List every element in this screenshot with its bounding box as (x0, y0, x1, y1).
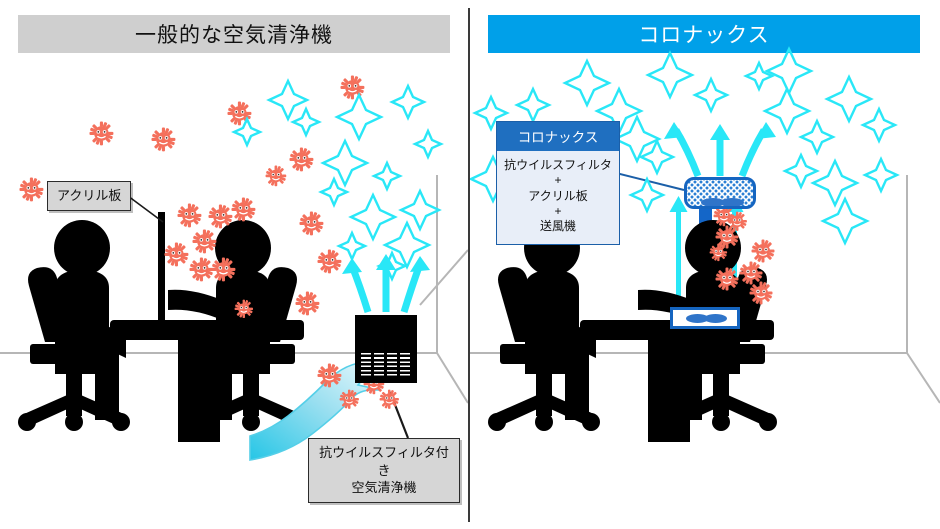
chair-right (195, 267, 307, 431)
air-purifier-device[interactable] (355, 315, 417, 383)
top-spread-arrowheads (664, 122, 776, 140)
right-people-group (488, 220, 777, 442)
right-room-scene (470, 46, 940, 442)
product-info-body: 抗ウイルスフィルタ + アクリル板 + 送風機 (497, 151, 619, 244)
blower-base-unit[interactable] (670, 307, 740, 329)
left-people-group (18, 220, 307, 442)
callout-acrylic-panel: アクリル板 (47, 181, 132, 211)
panel-divider (468, 8, 470, 522)
product-feature-2: アクリル板 (528, 188, 588, 203)
product-feature-1: 抗ウイルスフィルタ (504, 158, 612, 172)
panel-coronax: コロナックス (470, 0, 940, 529)
chair-left (488, 267, 600, 431)
product-info-header: コロナックス (497, 122, 619, 151)
purifier-vent-columns (361, 353, 411, 377)
base-fan-blades (686, 314, 728, 323)
callout-leader-acrylic (127, 195, 164, 223)
product-info-box: コロナックス 抗ウイルスフィルタ + アクリル板 + 送風機 (496, 121, 620, 245)
callout-air-purifier: 抗ウイルスフィルタ付き 空気清浄機 (308, 438, 460, 503)
filter-fan-blades (701, 198, 745, 206)
panel-conventional-purifier: 一般的な空気清浄機 (0, 0, 468, 529)
left-panel-title: 一般的な空気清浄機 (18, 15, 450, 53)
left-room-scene (0, 74, 468, 461)
product-feature-3: 送風機 (539, 219, 576, 234)
chair-right (665, 267, 777, 431)
chair-left (18, 267, 130, 431)
product-plus-2: + (554, 203, 562, 218)
antiviral-filter-unit[interactable] (684, 177, 756, 209)
right-panel-title: コロナックス (488, 15, 920, 53)
product-plus-1: + (554, 173, 562, 188)
acrylic-partition-left (158, 212, 165, 324)
sparkle-cluster-left (231, 78, 444, 282)
